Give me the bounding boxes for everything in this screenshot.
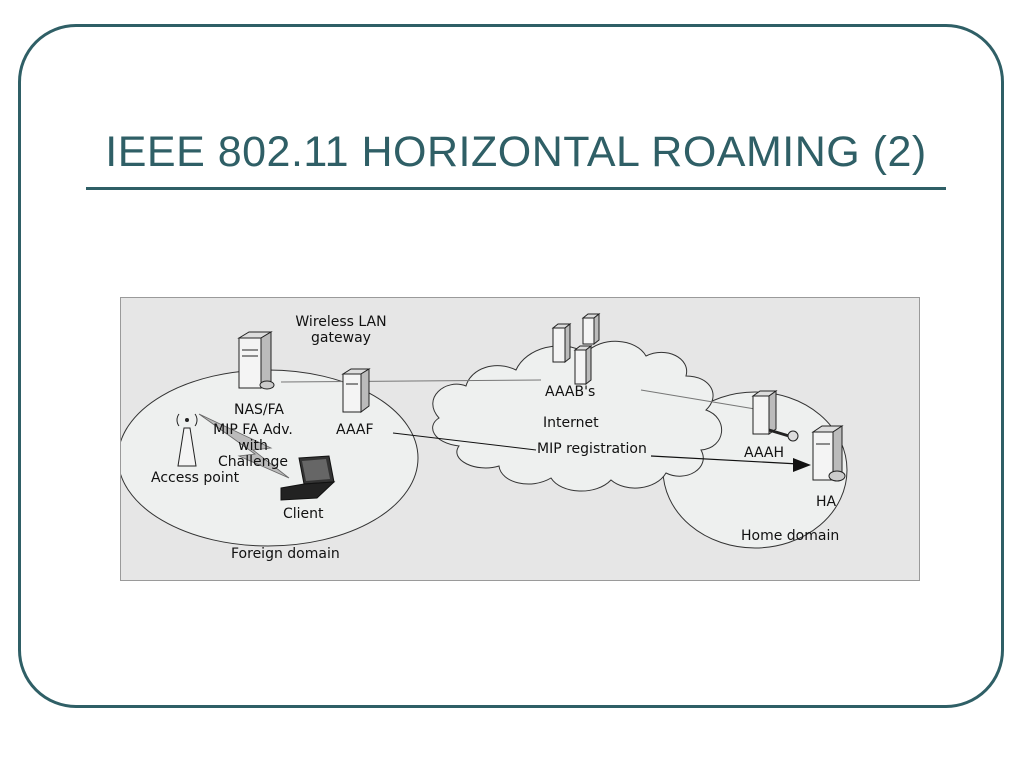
aaaf-label: AAAF [336,422,374,438]
internet-label: Internet [543,415,599,431]
diagram-graphics [121,312,848,549]
mip-registration-label: MIP registration [537,441,647,457]
access-point-label: Access point [151,470,240,486]
cloud-aaah-link [640,389,762,411]
with-label: with [238,438,268,454]
mip-registration-arrowhead [793,458,811,472]
foreign-domain-label: Foreign domain [231,546,340,562]
cloud-icon [432,340,723,492]
nas-fa-label: NAS/FA [234,402,284,418]
mip-registration-line-1 [392,432,537,451]
laptop-icon [280,455,336,501]
server-icon [811,425,846,482]
challenge-label: Challenge [218,454,288,470]
server-icon [551,322,572,364]
gateway-cloud-link [280,379,542,383]
slide-title: IEEE 802.11 HORIZONTAL ROAMING (2) [105,128,927,176]
wireless-link-icon [198,413,290,479]
server-icon [573,344,593,386]
aaabs-label: AAAB's [545,384,596,400]
home-domain-label: Home domain [741,528,840,544]
server-icon [237,331,275,390]
server-icon [751,390,778,435]
wlan-gateway-label-line2: gateway [311,330,371,346]
wlan-gateway-label-line1: Wireless LAN [295,314,387,330]
roaming-diagram: Wireless LAN gateway NAS/FA MIP FA Adv. … [120,297,920,581]
mip-registration-line-2 [650,455,800,465]
wlan-gateway-label: Wireless LAN gateway [281,314,401,346]
server-icon [581,312,601,346]
server-icon [341,368,371,413]
aaah-label: AAAH [744,445,785,461]
client-label: Client [283,506,324,522]
title-underline [86,187,946,190]
access-point-icon [176,413,198,467]
ha-label: HA [816,494,837,510]
key-icon [768,428,799,442]
mip-fa-adv-label: MIP FA Adv. [213,422,293,438]
